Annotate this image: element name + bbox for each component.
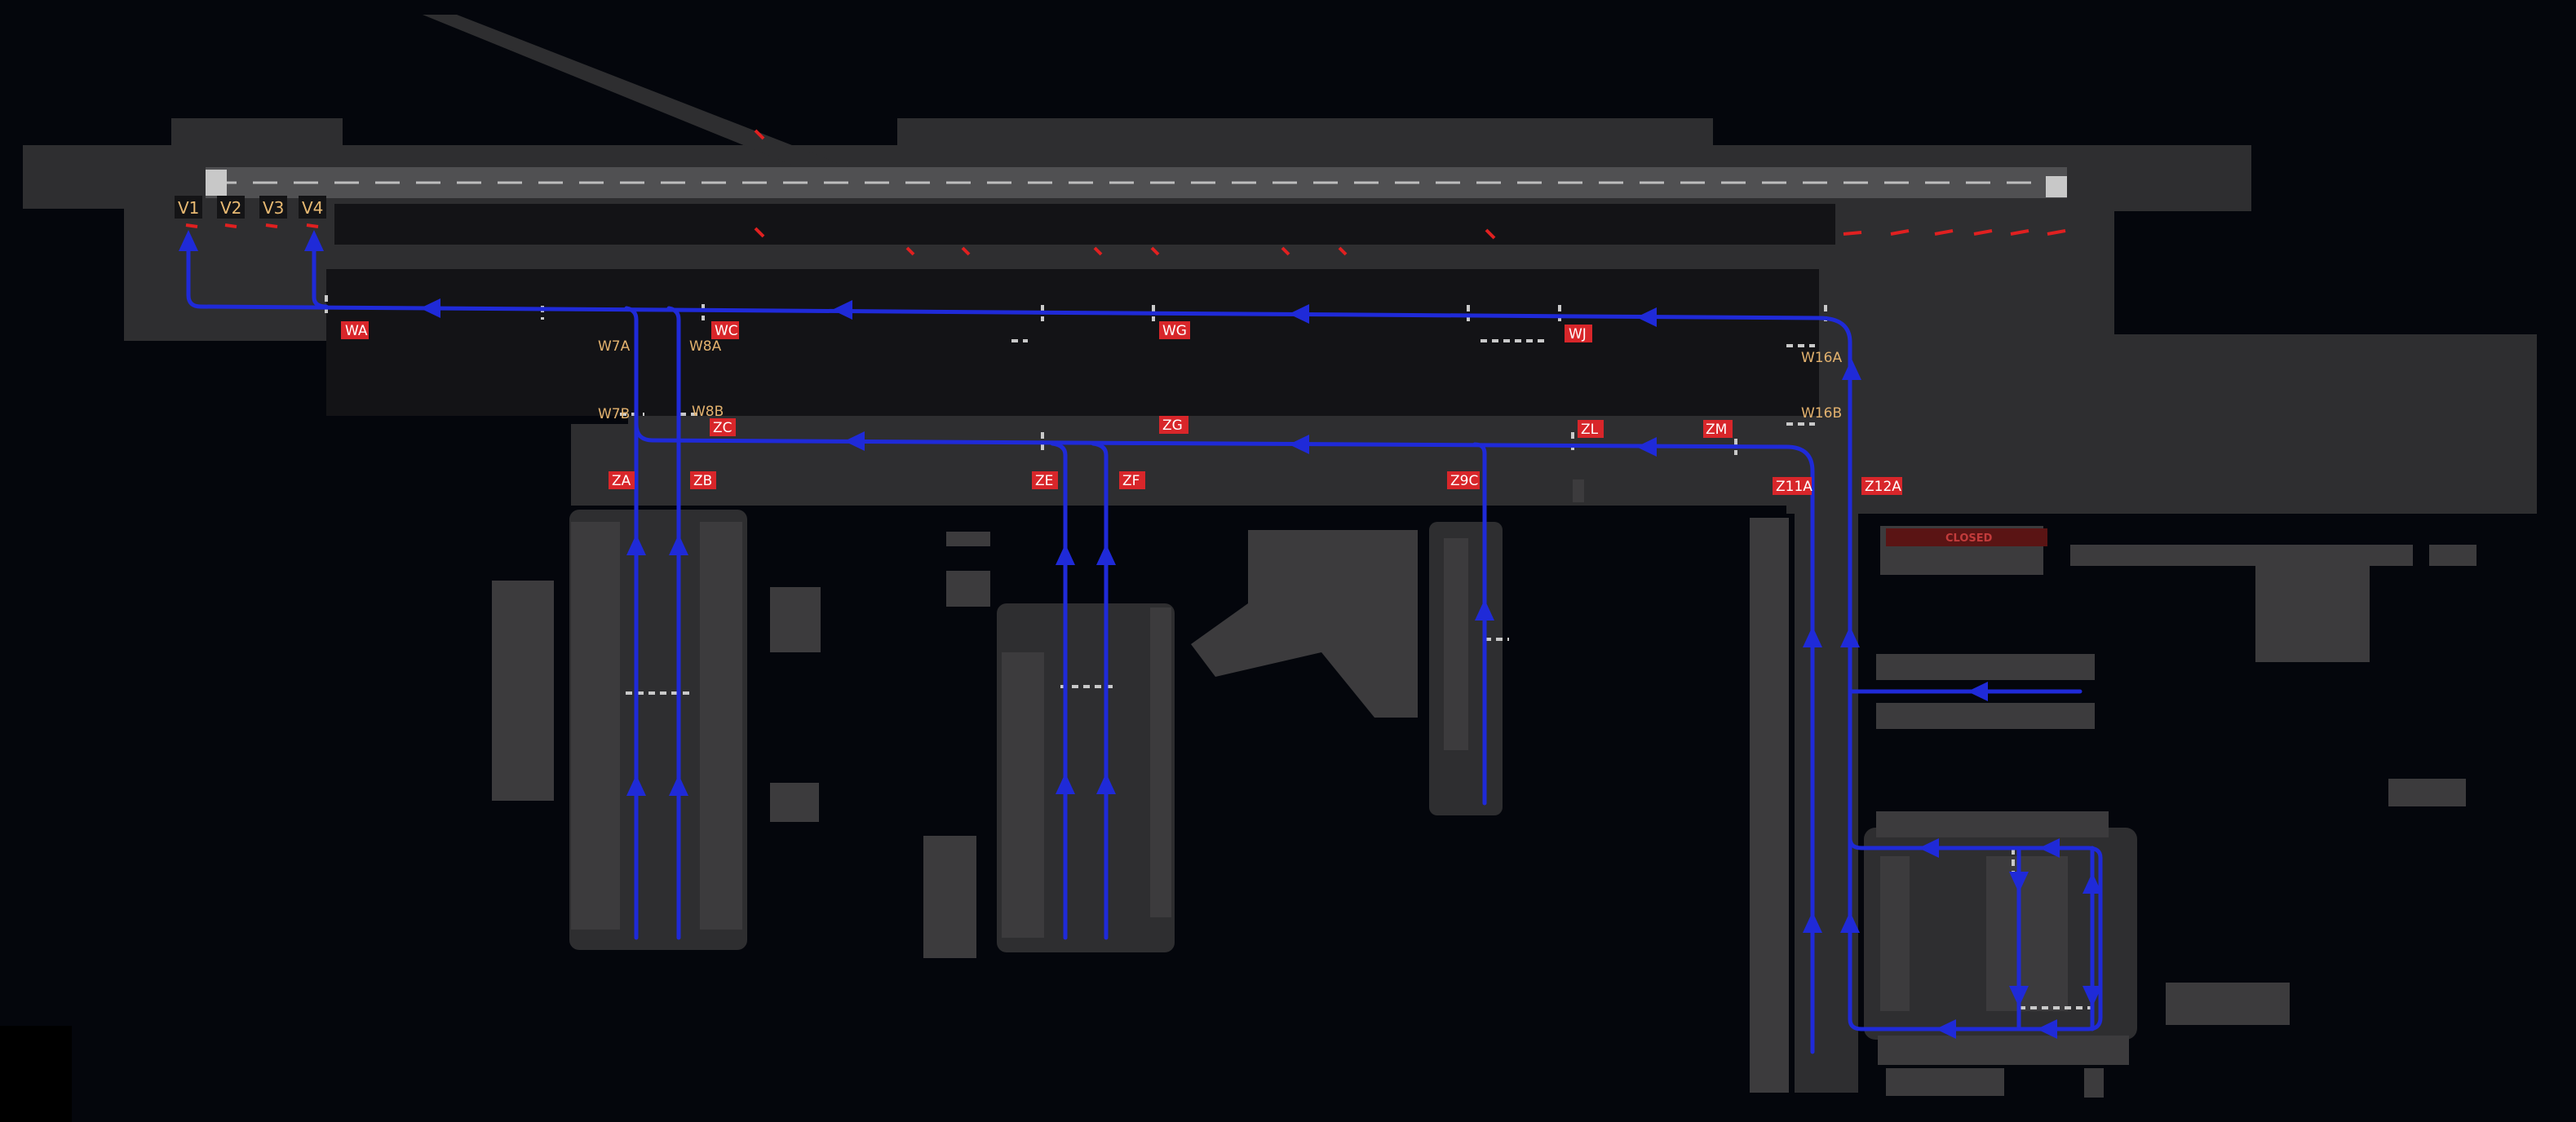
taxiway-label-w7a[interactable]: W7A (598, 338, 631, 355)
svg-text:Z9C: Z9C (1450, 473, 1478, 489)
hold-label-ze[interactable]: ZE (1032, 471, 1058, 489)
svg-text:V2: V2 (220, 198, 241, 218)
hold-label-za[interactable]: ZA (609, 471, 635, 489)
taxiway-label-w8b[interactable]: W8B (692, 404, 724, 420)
hold-label-zb[interactable]: ZB (690, 471, 716, 489)
stop-bars (325, 295, 2095, 1009)
svg-text:Z12A: Z12A (1865, 479, 1901, 495)
taxiway-label-w16a[interactable]: W16A (1801, 350, 1842, 366)
hold-label-zm[interactable]: ZM (1703, 420, 1733, 438)
svg-text:ZF: ZF (1122, 473, 1140, 489)
svg-text:WG: WG (1162, 323, 1187, 339)
svg-text:V1: V1 (178, 198, 199, 218)
stand-labels: V1 V2 V3 V4 (175, 196, 326, 219)
svg-text:ZC: ZC (713, 420, 733, 436)
svg-text:ZE: ZE (1035, 473, 1053, 489)
stand-label-v2[interactable]: V2 (217, 196, 245, 219)
svg-text:ZL: ZL (1581, 422, 1599, 438)
stand-label-v1[interactable]: V1 (175, 196, 202, 219)
hold-label-z12a[interactable]: Z12A (1861, 477, 1902, 495)
hold-label-wg[interactable]: WG (1159, 321, 1190, 339)
hold-labels: WA WC WG WJ ZC ZG ZL ZM ZA ZB ZE ZF Z9C … (341, 321, 1902, 495)
svg-text:Z11A: Z11A (1776, 479, 1812, 495)
svg-text:WA: WA (345, 323, 368, 339)
hold-label-wc[interactable]: WC (711, 321, 739, 339)
stand-label-v3[interactable]: V3 (259, 196, 287, 219)
runway-guard-lights (185, 129, 2066, 256)
svg-text:WC: WC (715, 323, 738, 339)
taxiway-label-w7b[interactable]: W7B (598, 406, 630, 422)
stand-label-v4[interactable]: V4 (299, 196, 326, 219)
closed-area-marker[interactable]: CLOSED (1886, 528, 2047, 546)
closed-label: CLOSED (1945, 532, 1993, 545)
taxiway-label-w16b[interactable]: W16B (1801, 405, 1842, 422)
route-arrows (179, 230, 2102, 1039)
svg-text:ZA: ZA (612, 473, 631, 489)
hold-label-z11a[interactable]: Z11A (1773, 477, 1812, 495)
terminal-piers (569, 510, 2370, 1096)
svg-text:V3: V3 (263, 198, 284, 218)
corner-overlay (0, 1026, 72, 1122)
svg-text:ZB: ZB (693, 473, 712, 489)
svg-text:ZG: ZG (1162, 417, 1183, 434)
svg-text:ZM: ZM (1706, 422, 1727, 438)
hold-label-zl[interactable]: ZL (1578, 420, 1604, 438)
hold-label-zf[interactable]: ZF (1119, 471, 1145, 489)
taxiway-labels: W7A W8A W7B W8B W16A W16B (598, 338, 1842, 422)
runway (206, 167, 2067, 198)
hold-label-wa[interactable]: WA (341, 321, 369, 339)
buildings (492, 479, 2476, 1098)
svg-text:WJ: WJ (1569, 326, 1587, 342)
hold-label-z9c[interactable]: Z9C (1447, 471, 1480, 489)
hold-label-wj[interactable]: WJ (1565, 325, 1592, 342)
taxiway-label-w8a[interactable]: W8A (689, 338, 722, 355)
svg-text:V4: V4 (302, 198, 323, 218)
hold-label-zg[interactable]: ZG (1159, 416, 1188, 434)
hold-label-zc[interactable]: ZC (710, 418, 736, 436)
